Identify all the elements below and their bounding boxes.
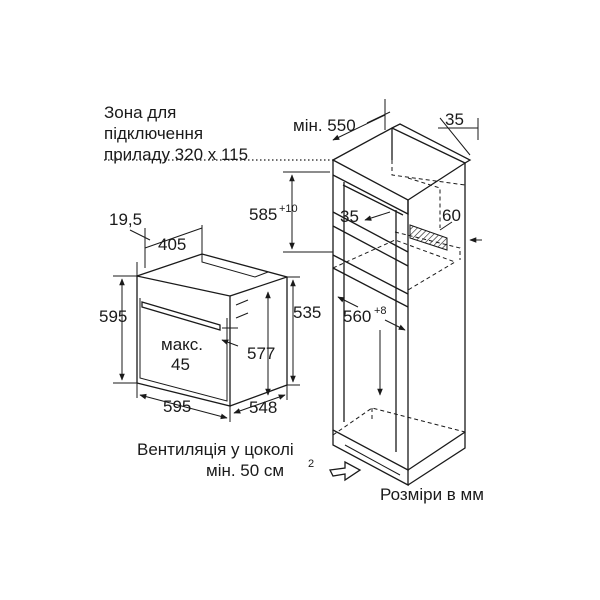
dim-max-value: 45 xyxy=(171,355,190,374)
dim-535: 535 xyxy=(293,303,321,322)
dim-max-label: макс. xyxy=(161,335,203,354)
dim-585-tolerance: +10 xyxy=(279,203,298,215)
dim-577: 577 xyxy=(247,344,275,363)
dim-min-550: мін. 550 xyxy=(293,116,356,135)
dimension-lines xyxy=(104,99,482,422)
dim-595-left: 595 xyxy=(99,307,127,326)
dim-560-tolerance: +8 xyxy=(374,305,387,317)
cabinet-drawing xyxy=(329,123,472,487)
connection-zone-line2: підключення xyxy=(104,124,203,143)
connection-zone-line1: Зона для xyxy=(104,103,176,122)
dim-405: 405 xyxy=(158,235,186,254)
dim-35-top: 35 xyxy=(445,110,464,129)
dim-19-5: 19,5 xyxy=(109,210,142,229)
ventilation-line2-sup: 2 xyxy=(308,458,314,470)
dim-line-595-width xyxy=(139,393,228,420)
dim-35-inner: 35 xyxy=(340,207,359,226)
dim-595-bottom: 595 xyxy=(163,397,191,416)
units-note: Розміри в мм xyxy=(380,485,484,504)
dim-560: 560 xyxy=(343,307,371,326)
connection-zone-line3: приладу 320 х 115 xyxy=(104,145,248,164)
ventilation-line2: мін. 50 см xyxy=(206,461,284,480)
oven-drawing xyxy=(136,253,290,407)
dim-60: 60 xyxy=(442,206,461,225)
dim-548: 548 xyxy=(249,398,277,417)
dim-line-min-550 xyxy=(366,111,391,124)
ventilation-line1: Вентиляція у цоколі xyxy=(137,440,294,459)
dim-585: 585 xyxy=(249,205,277,224)
